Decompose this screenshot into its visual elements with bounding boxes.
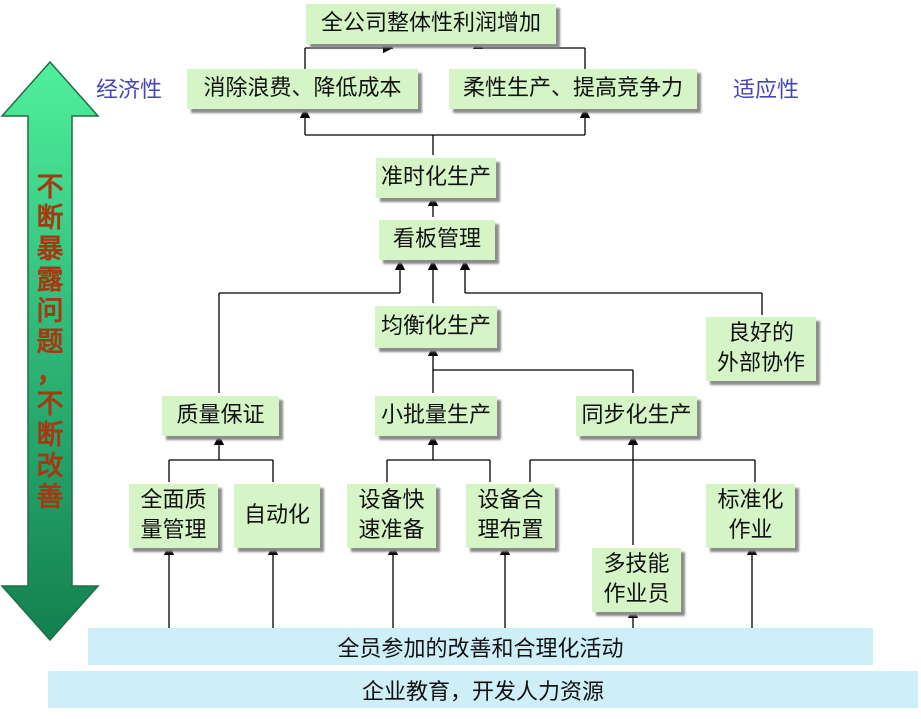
standard-work-box: 标准化 作业 [706, 484, 795, 548]
jit-production-box: 准时化生产 [376, 158, 496, 198]
flexible-production-box: 柔性生产、提高竞争力 [449, 69, 697, 109]
quick-setup-box: 设备快 速准备 [347, 484, 436, 548]
education-band: 企业教育，开发人力资源 [48, 671, 918, 708]
quality-assurance-box: 质量保证 [162, 396, 279, 436]
company-profit-box: 全公司整体性利润增加 [306, 4, 556, 44]
double-arrow-shape [0, 60, 100, 642]
kanban-box: 看板管理 [379, 220, 495, 260]
adaptability-label: 适应性 [733, 78, 800, 103]
tqm-box: 全面质 量管理 [129, 484, 218, 548]
improvement-activities-band: 全员参加的改善和合理化活动 [88, 628, 873, 665]
automation-box: 自动化 [234, 484, 320, 548]
equipment-layout-box: 设备合 理布置 [466, 484, 555, 548]
economy-label: 经济性 [96, 78, 163, 103]
multi-skill-worker-box: 多技能 作业员 [592, 548, 681, 612]
cost-reduction-box: 消除浪费、降低成本 [187, 69, 418, 109]
external-cooperation-box: 良好的 外部协作 [706, 317, 816, 381]
small-lot-production-box: 小批量生产 [375, 396, 497, 436]
sync-production-box: 同步化生产 [576, 396, 697, 436]
level-production-box: 均衡化生产 [375, 306, 497, 348]
improvement-cycle-text: 不 断 暴 露 问 题 ， 不 断 改 善 [36, 172, 64, 513]
